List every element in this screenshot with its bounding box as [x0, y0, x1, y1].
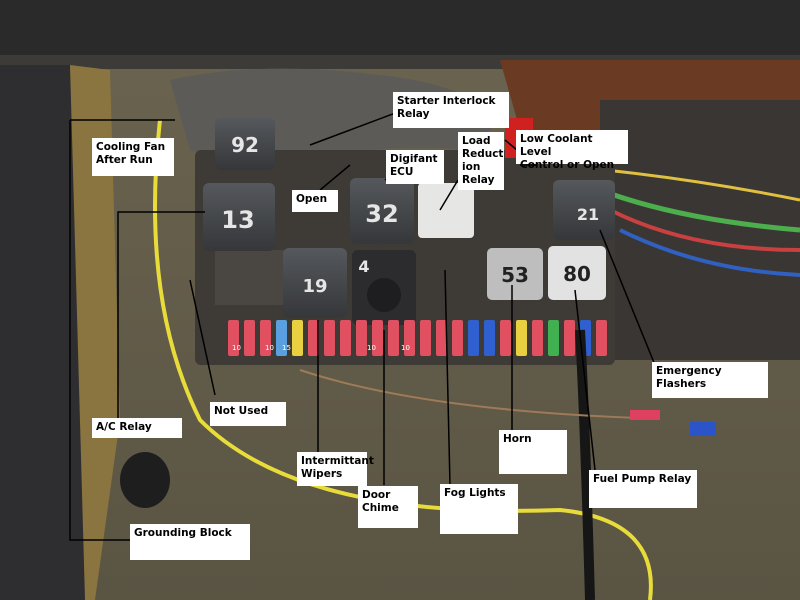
- label-cooling-fan: Cooling Fan After Run: [92, 138, 174, 176]
- relay-19-number: 19: [302, 276, 327, 297]
- relay-53-number: 53: [501, 263, 529, 287]
- fuse: [324, 320, 335, 356]
- label-emergency-flashers: Emergency Flashers: [652, 362, 768, 398]
- fuse: [532, 320, 543, 356]
- relay-13: 13: [203, 183, 275, 251]
- relay-4-chime: 4: [352, 250, 416, 325]
- fuse: [340, 320, 351, 356]
- fuse: [468, 320, 479, 356]
- fuse: [404, 320, 415, 356]
- label-fuel-pump-relay: Fuel Pump Relay: [589, 470, 697, 508]
- relay-92-number: 92: [231, 133, 259, 157]
- label-door-chime: Door Chime: [358, 486, 418, 528]
- fuse: [228, 320, 239, 356]
- grounding-block-part: [120, 452, 170, 508]
- relay-32-number: 32: [365, 200, 398, 228]
- relay-white: [418, 183, 474, 238]
- label-digifant-ecu: Digifant ECU: [386, 150, 444, 184]
- label-intermittent-wipers: Intermittant Wipers: [297, 452, 374, 486]
- fuse: [308, 320, 319, 356]
- label-load-reduction: Load Reduct ion Relay: [458, 132, 504, 190]
- relay-92: 92: [215, 118, 275, 170]
- fuse: [436, 320, 447, 356]
- fuse-label-5: 10: [401, 344, 410, 352]
- label-ac-relay: A/C Relay: [92, 418, 182, 438]
- fuse-label-2: 10: [265, 344, 274, 352]
- fuse: [388, 320, 399, 356]
- relay-53: 53: [487, 248, 543, 300]
- fuse: [276, 320, 287, 356]
- label-not-used: Not Used: [210, 402, 286, 426]
- fuse-label-1: 10: [232, 344, 241, 352]
- fuse: [500, 320, 511, 356]
- relay-13-number: 13: [221, 206, 254, 234]
- label-horn: Horn: [499, 430, 567, 474]
- relay-4-number: 4: [358, 257, 369, 276]
- label-fog-lights: Fog Lights: [440, 484, 518, 534]
- relay-21-number: 21: [577, 205, 599, 224]
- relay-80: 80: [548, 246, 606, 300]
- relay-21: 21: [553, 180, 615, 240]
- fuse: [356, 320, 367, 356]
- fuse: [260, 320, 271, 356]
- label-open: Open: [292, 190, 338, 212]
- fuse: [372, 320, 383, 356]
- fuse-label-4: 10: [367, 344, 376, 352]
- relay-80-number: 80: [563, 262, 591, 286]
- fuse: [420, 320, 431, 356]
- fuse: [244, 320, 255, 356]
- label-grounding-block: Grounding Block: [130, 524, 250, 560]
- label-low-coolant: Low Coolant Level Control or Open: [516, 130, 628, 171]
- fuse: [564, 320, 575, 356]
- fuse: [452, 320, 463, 356]
- fuse-label-3: 15: [282, 344, 291, 352]
- dashboard-top: [0, 0, 800, 65]
- fuse: [292, 320, 303, 356]
- relay-19: 19: [283, 248, 347, 318]
- fuse: [596, 320, 607, 356]
- fuse: [548, 320, 559, 356]
- relay-32: 32: [350, 178, 414, 244]
- label-starter-interlock: Starter Interlock Relay: [393, 92, 509, 128]
- fuse: [484, 320, 495, 356]
- fuse: [516, 320, 527, 356]
